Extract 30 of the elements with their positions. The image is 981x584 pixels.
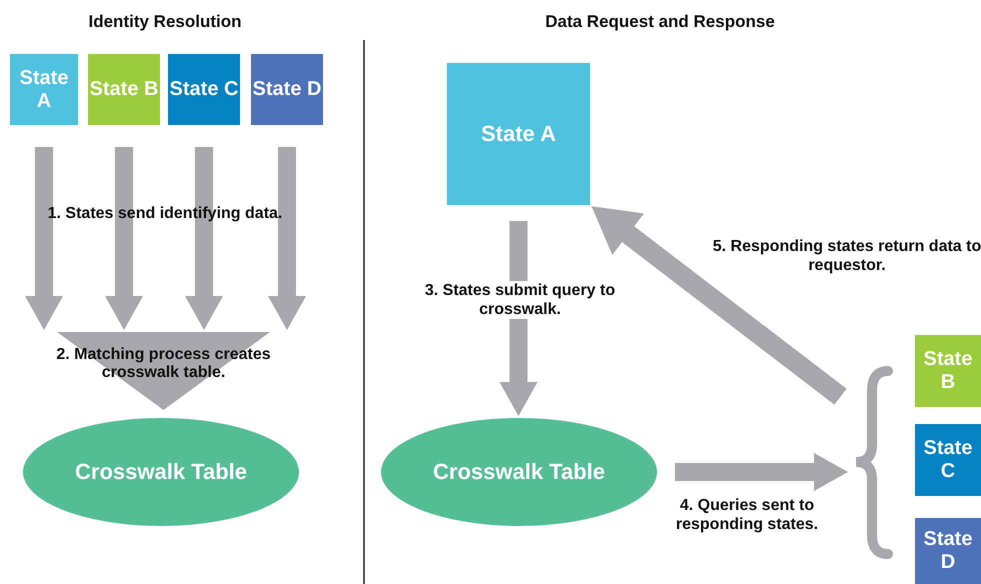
state-box (251, 54, 323, 125)
state-box (10, 54, 78, 125)
panel-heading: Identity Resolution (88, 12, 242, 32)
block-arrow (105, 147, 143, 330)
block-arrow (25, 147, 63, 330)
panel-heading: Data Request and Response (544, 12, 776, 32)
block-arrow (268, 147, 306, 330)
node-label: State A (481, 121, 556, 147)
state-box (915, 335, 981, 407)
block-arrow (185, 147, 223, 330)
block-arrow (675, 453, 848, 491)
node-label: State C (170, 78, 238, 101)
node-label: State B (90, 78, 158, 101)
step-label: 1. States send identifying data. (46, 204, 284, 223)
node-label: Crosswalk Table (75, 459, 247, 485)
state-box (168, 54, 240, 125)
block-arrow (592, 206, 847, 405)
table-ellipse (23, 418, 299, 526)
state-box (915, 518, 981, 584)
state-box (915, 424, 981, 496)
node-label: State C (922, 437, 974, 483)
node-label: State B (922, 348, 974, 394)
table-ellipse (381, 418, 657, 526)
state-box (447, 63, 590, 205)
node-label: State D (922, 528, 974, 574)
edge-label: 5. Responding states return data to requestor. (710, 237, 981, 276)
state-box (88, 54, 160, 125)
node-label: Crosswalk Table (433, 459, 605, 485)
node-label: State A (18, 66, 70, 112)
node-label: State D (252, 78, 322, 101)
